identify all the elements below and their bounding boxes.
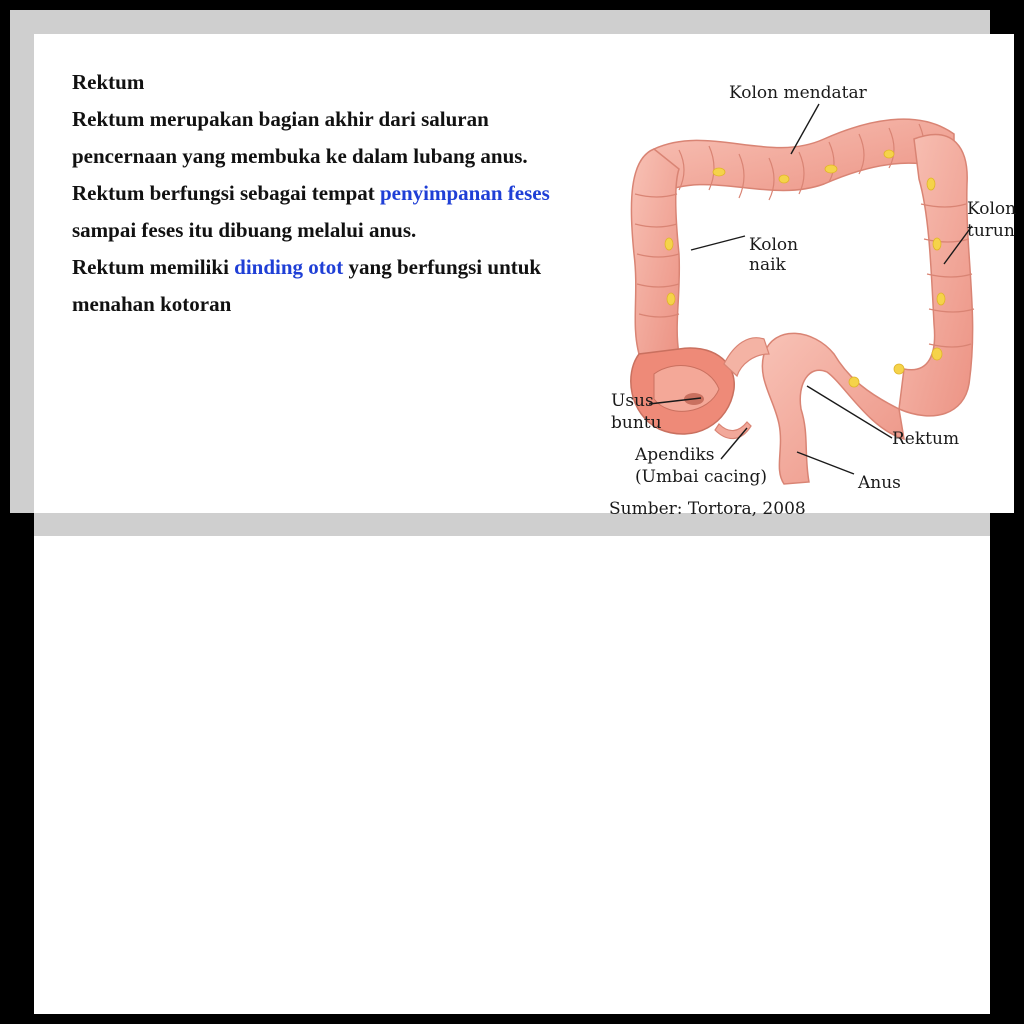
paragraph-1-lead: Rektum merupakan bagian akhir dari salur… (72, 107, 528, 205)
paragraph-2: Rektum memiliki dinding otot yang berfun… (72, 249, 562, 323)
paragraph-1: Rektum merupakan bagian akhir dari salur… (72, 101, 562, 249)
ileum (723, 337, 770, 378)
label-anus: Anus (857, 473, 901, 493)
label-rektum: Rektum (892, 429, 959, 449)
paragraph-1-tail: sampai feses itu dibuang melalui anus. (72, 218, 417, 242)
figure-source: Sumber: Tortora, 2008 (609, 499, 806, 519)
slide-heading: Rektum (72, 70, 145, 94)
paragraph-2-tail: yang berfungsi untuk menahan kotoran (72, 255, 542, 316)
ascending-colon (630, 148, 681, 355)
label-kolon-naik-line2: naik (749, 255, 787, 275)
cecum (630, 347, 735, 435)
leader-lines (648, 103, 973, 475)
rectum (761, 332, 905, 485)
transverse-colon (653, 118, 955, 201)
right-edge-shade (990, 34, 1014, 513)
label-kolon-naik-line1: Kolon (749, 235, 798, 255)
highlight-penyimpanan-feses: penyimpanan feses (380, 181, 550, 205)
label-apendiks-line1: Apendiks (634, 445, 715, 465)
label-usus-buntu-line2: buntu (611, 413, 662, 433)
label-apendiks-line2: (Umbai cacing) (635, 467, 767, 487)
text-block: Rektum Rektum merupakan bagian akhir dar… (72, 64, 562, 323)
large-intestine-figure: Kolon mendatar Kolon turun Kolon naik Us… (569, 54, 1016, 519)
label-kolon-turun-line2: turun (967, 221, 1015, 241)
descending-colon (898, 133, 975, 417)
label-kolon-turun-line1: Kolon (967, 199, 1016, 219)
large-intestine-diagram: Kolon mendatar Kolon turun Kolon naik Us… (609, 83, 1016, 519)
label-kolon-mendatar: Kolon mendatar (729, 83, 868, 103)
label-usus-buntu-line1: Usus (611, 391, 654, 411)
highlight-dinding-otot: dinding otot (234, 255, 344, 279)
slide: Rektum Rektum merupakan bagian akhir dar… (34, 34, 1016, 519)
bottom-gray-strip (34, 513, 990, 536)
paragraph-2-lead: Rektum memiliki (72, 255, 235, 279)
fat-deposits (664, 149, 946, 388)
